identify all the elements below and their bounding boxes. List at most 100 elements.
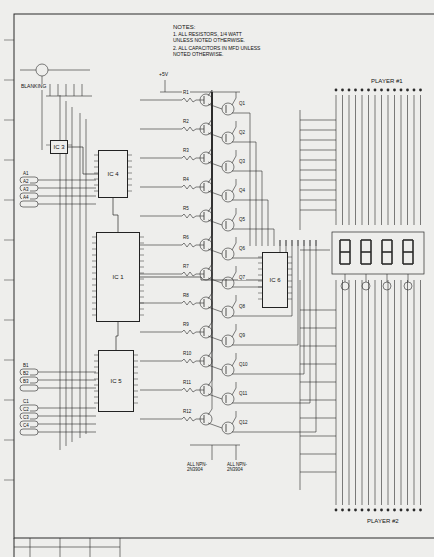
wire [250, 240, 251, 246]
title-block [120, 538, 121, 557]
wire [140, 361, 182, 362]
wire [280, 240, 281, 246]
terminal [367, 89, 370, 92]
ruler-tick [4, 240, 14, 241]
wire [300, 170, 336, 171]
wire [256, 240, 257, 246]
wire [375, 95, 376, 225]
terminal [361, 89, 364, 92]
pin-label: C4 [22, 423, 30, 428]
wire [232, 185, 236, 192]
seven-segment-digit [391, 252, 393, 264]
wire [38, 380, 96, 381]
pin [68, 145, 72, 146]
resistor-label: R4 [182, 177, 190, 182]
resistor-label: R7 [182, 264, 190, 269]
wire [86, 119, 87, 434]
terminal [341, 89, 344, 92]
seven-segment-digit [402, 240, 404, 252]
title-block [14, 538, 15, 557]
wire [199, 361, 204, 362]
wire [274, 229, 275, 240]
wire [407, 280, 408, 505]
section-title: PLAYER #1 [370, 78, 404, 85]
resistor-label: R5 [182, 206, 190, 211]
transistor-symbol [383, 282, 391, 290]
wire [349, 95, 350, 225]
wire [300, 180, 336, 181]
wire [208, 278, 222, 283]
resistor-symbol [182, 156, 199, 160]
wire [208, 351, 212, 357]
connector-pin [20, 385, 38, 391]
transistor-symbol [200, 355, 212, 367]
wire [300, 140, 336, 141]
terminal [361, 509, 364, 512]
pin-label: A1 [22, 171, 30, 176]
sheet-border [14, 14, 434, 538]
terminal [348, 509, 351, 512]
ic-chip: IC 3 [50, 140, 68, 154]
wire [236, 295, 237, 301]
wire [236, 237, 237, 243]
wire [199, 303, 204, 304]
terminal [406, 89, 409, 92]
wire [232, 214, 236, 221]
wire [38, 388, 96, 389]
terminal [413, 509, 416, 512]
seven-segment-digit [361, 239, 371, 241]
terminal [419, 89, 422, 92]
wire [113, 198, 118, 232]
pin-label: C3 [22, 415, 30, 420]
wire [232, 432, 316, 433]
transistor-label: Q7 [238, 275, 246, 280]
seven-segment-digit [340, 251, 350, 253]
ruler-tick [4, 40, 14, 41]
wire [38, 372, 96, 373]
supply-label: +5V [158, 72, 169, 78]
wire [208, 235, 212, 241]
wire [407, 95, 408, 225]
transistor-label: Q12 [238, 420, 249, 425]
wire [232, 417, 236, 424]
pin [134, 361, 138, 362]
pin [128, 155, 132, 156]
pin-label: A3 [22, 187, 30, 192]
seven-segment-digit [381, 252, 383, 264]
wire [38, 196, 96, 197]
transistor-symbol [404, 282, 412, 290]
seven-segment-digit [382, 251, 392, 253]
pin [140, 237, 144, 238]
wire [199, 245, 204, 246]
resistor-symbol [182, 417, 199, 421]
pin [288, 293, 292, 294]
resistor-symbol [182, 127, 199, 131]
resistor-symbol [82, 84, 83, 96]
wire [232, 127, 236, 134]
transistor-symbol [36, 64, 48, 76]
wire [208, 191, 222, 196]
pin [140, 255, 144, 256]
resistor-symbol [66, 84, 67, 96]
seven-segment-digit [349, 252, 351, 264]
pin [288, 257, 292, 258]
seven-segment-digit [370, 252, 372, 264]
wire [232, 403, 310, 404]
pin [128, 173, 132, 174]
wire [236, 121, 237, 127]
pin [140, 291, 144, 292]
resistor-label: R11 [182, 380, 192, 385]
seven-segment-digit [403, 239, 413, 241]
wire [300, 130, 336, 131]
ic-chip: IC 1 [96, 232, 140, 322]
wire [250, 113, 251, 240]
wire [140, 274, 182, 275]
terminal [380, 89, 383, 92]
seven-segment-digit [391, 240, 393, 252]
wire [208, 380, 212, 386]
resistor-symbol [182, 214, 199, 218]
wire [300, 280, 301, 490]
pin-label: B2 [22, 371, 30, 376]
wire [362, 280, 363, 505]
